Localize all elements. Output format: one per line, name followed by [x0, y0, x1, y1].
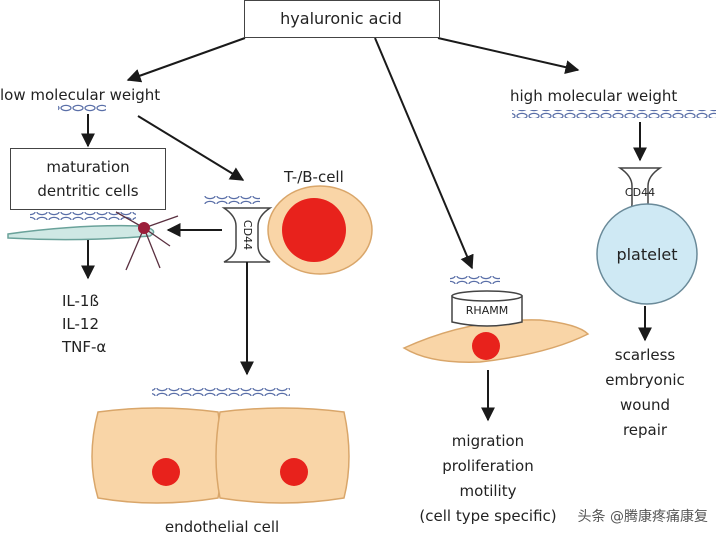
tb-cell-label: T-/B-cell	[284, 168, 344, 186]
cytokine-il1b: IL-1ß	[62, 292, 99, 310]
arrow-title-to-low	[126, 37, 246, 83]
ha-chain-rhamm	[450, 276, 500, 284]
ha-chain-tbcell	[204, 196, 260, 204]
title-label: hyaluronic acid	[280, 9, 402, 28]
tb-cell-nucleus	[282, 198, 346, 262]
migration-line1: migration	[451, 432, 525, 450]
rhamm-receptor	[451, 295, 523, 327]
platelet-cell	[596, 203, 698, 305]
title-box	[244, 0, 440, 38]
rhamm-label: RHAMM	[465, 304, 509, 317]
low-mw-label: low molecular weight	[0, 86, 161, 104]
watermark-text: 头条 @腾康疼痛康复	[575, 506, 710, 526]
dendrite-projections	[115, 211, 179, 271]
ha-chain-endothelial	[152, 388, 290, 396]
dendritic-nucleus	[138, 222, 150, 234]
ha-chain-high-mw	[512, 110, 716, 118]
arrow-low-to-tbcell	[137, 115, 245, 181]
endothelial-cell-left	[91, 407, 223, 504]
cd44-label-tbcell: CD44	[241, 219, 254, 251]
migration-line3: motility	[459, 482, 517, 500]
cytokine-il12: IL-12	[62, 315, 100, 333]
ha-chain-low-mw	[58, 104, 106, 112]
wound-line4: repair	[622, 421, 668, 439]
cd44-receptor-tbcell	[221, 207, 273, 263]
endothelial-nucleus-left	[152, 458, 180, 486]
cytokine-tnfa: TNF-α	[62, 338, 107, 356]
maturation-box	[10, 148, 166, 210]
rhamm-receptor-top	[451, 290, 523, 302]
platelet-label: platelet	[616, 245, 678, 264]
ha-chain-dendritic	[30, 212, 136, 220]
migration-line4: (cell type specific)	[419, 507, 557, 525]
endothelial-cell-right	[215, 407, 350, 504]
endothelial-label: endothelial cell	[164, 518, 280, 536]
arrow-title-to-rhamm	[374, 37, 474, 270]
high-mw-label: high molecular weight	[510, 87, 678, 105]
cd44-label-platelet: CD44	[624, 186, 656, 199]
arrow-title-to-high	[437, 37, 580, 75]
wound-line3: wound	[620, 396, 670, 414]
migrating-cell-nucleus	[472, 332, 500, 360]
wound-line1: scarless	[614, 346, 676, 364]
endothelial-nucleus-right	[280, 458, 308, 486]
migration-line2: proliferation	[442, 457, 534, 475]
dendritic-cell	[7, 224, 155, 241]
maturation-label-line1: maturation	[46, 158, 130, 176]
maturation-label-line2: dentritic cells	[37, 182, 139, 200]
wound-line2: embryonic	[605, 371, 685, 389]
